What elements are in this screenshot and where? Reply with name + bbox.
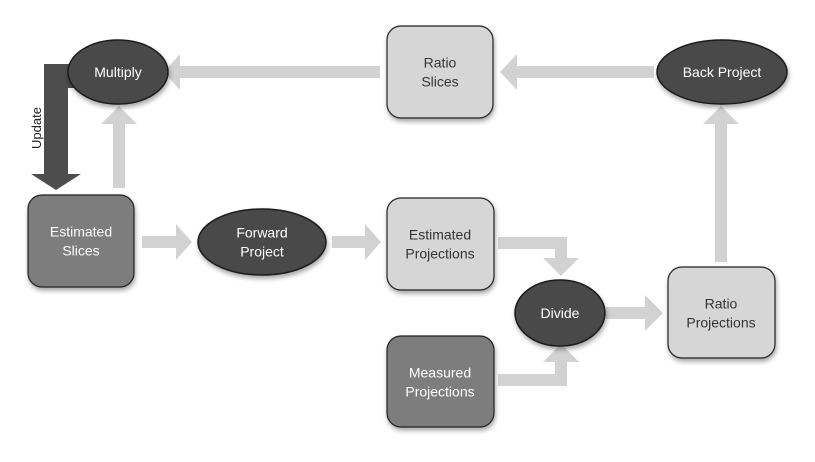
label-line: Divide xyxy=(541,305,580,321)
back-project-label: Back Project xyxy=(683,64,762,80)
arrow-ratio-slices-to-multiply xyxy=(164,54,380,90)
label-line: Ratio xyxy=(424,55,457,71)
label-line: Projections xyxy=(405,384,474,400)
label-line: Slices xyxy=(421,74,458,90)
label-line: Back Project xyxy=(683,64,762,80)
label-line: Multiply xyxy=(94,64,141,80)
label-line: Ratio xyxy=(705,296,738,312)
arrow-ratio-projections-to-back-project xyxy=(703,106,739,262)
label-line: Estimated xyxy=(50,224,112,240)
label-line: Forward xyxy=(236,225,287,241)
arrow-update xyxy=(31,64,81,190)
divide-label: Divide xyxy=(541,305,580,321)
label-line: Slices xyxy=(62,243,99,259)
arrow-estimated-slices-to-multiply xyxy=(101,106,137,188)
label-line: Estimated xyxy=(409,227,471,243)
arrow-estimated-projections-to-divide xyxy=(498,237,579,276)
update-label: Update xyxy=(29,107,44,149)
label-line: Projections xyxy=(405,246,474,262)
arrow-divide-to-ratio-projections xyxy=(606,295,663,331)
multiply-label: Multiply xyxy=(94,64,141,80)
back-project-node: Back Project xyxy=(656,39,788,105)
arrow-back-project-to-ratio-slices xyxy=(500,54,654,90)
multiply-node: Multiply xyxy=(67,39,169,105)
label-line: Project xyxy=(240,244,284,260)
arrow-forward-project-to-estimated-projections xyxy=(332,224,381,260)
arrow-estimated-slices-to-forward-project xyxy=(142,224,192,260)
divide-node: Divide xyxy=(514,279,606,347)
arrows xyxy=(31,54,739,386)
label-line: Measured xyxy=(409,365,471,381)
label-line: Projections xyxy=(686,315,755,331)
arrow-measured-projections-to-divide xyxy=(498,344,579,386)
